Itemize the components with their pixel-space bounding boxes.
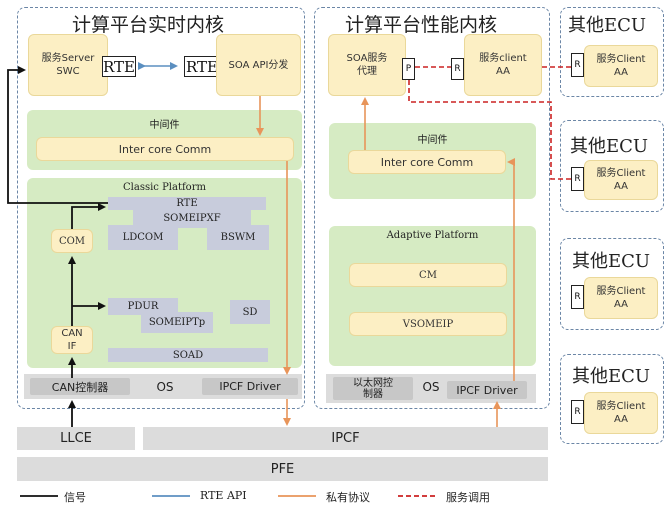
- realtime-ipcf-driver-box: IPCF Driver: [202, 378, 298, 395]
- adaptive-platform-label: Adaptive Platform: [386, 229, 479, 241]
- performance-core-title: 计算平台性能内核: [345, 14, 498, 36]
- ecu-client-box-2: 服务Client AA: [584, 160, 658, 200]
- ldcom-bar: LDCOM: [108, 225, 178, 250]
- ecu-panel-1: [560, 7, 664, 97]
- someiptp-bar: SOMEIPTp: [141, 312, 213, 333]
- legend-private-label: 私有协议: [326, 491, 370, 504]
- client-aa-label: 服务client AA: [479, 53, 527, 77]
- realtime-core-title: 计算平台实时内核: [72, 14, 225, 36]
- soad-bar: SOAD: [108, 348, 268, 362]
- ecu-title-3: 其他ECU: [572, 251, 651, 272]
- ipcf-bar: IPCF: [143, 427, 548, 450]
- ecu-title-1: 其他ECU: [568, 15, 647, 36]
- canif-label: CAN IF: [61, 328, 83, 352]
- ecu-port-r-4: R: [571, 400, 584, 424]
- realtime-intercore-box: Inter core Comm: [36, 137, 294, 161]
- server-swc-box: 服务Server SWC: [28, 34, 108, 96]
- perf-port-p: P: [402, 58, 415, 80]
- soa-dispatch-label: SOA API分发: [228, 59, 289, 71]
- pdur-bar: PDUR: [108, 298, 178, 315]
- ecu-panel-3: [560, 238, 664, 330]
- eth-controller-box: 以太网控 制器: [333, 377, 413, 400]
- legend-service-label: 服务调用: [446, 491, 490, 504]
- perf-port-r: R: [451, 58, 464, 80]
- perf-intercore-box: Inter core Comm: [348, 150, 506, 174]
- ecu-panel-4: [560, 354, 664, 444]
- rte-left-port: RTE: [102, 56, 136, 77]
- rte-bar: RTE: [108, 197, 266, 210]
- ecu-port-r-2: R: [571, 167, 584, 191]
- ecu-title-4: 其他ECU: [572, 366, 651, 387]
- someipxf-bar: SOMEIPXF: [133, 209, 251, 228]
- can-controller-box: CAN控制器: [30, 378, 130, 395]
- cm-box: CM: [349, 263, 507, 287]
- realtime-os-label: OS: [156, 379, 174, 394]
- canif-box: CAN IF: [51, 326, 93, 354]
- classic-platform-label: Classic Platform: [123, 181, 206, 193]
- perf-os-label: OS: [422, 379, 440, 394]
- realtime-middleware-label: 中间件: [149, 119, 180, 131]
- perf-ipcf-driver-box: IPCF Driver: [447, 381, 527, 399]
- realtime-core-panel: [17, 7, 305, 409]
- sd-bar: SD: [230, 300, 270, 324]
- bswm-bar: BSWM: [207, 225, 269, 250]
- vsomeip-box: VSOMEIP: [349, 312, 507, 336]
- server-swc-label: 服务Server SWC: [41, 53, 95, 77]
- adaptive-platform-panel: [329, 226, 536, 366]
- pfe-bar: PFE: [17, 457, 548, 481]
- ecu-client-box-1: 服务Client AA: [584, 45, 658, 87]
- ecu-port-r-1: R: [571, 53, 584, 77]
- ecu-title-2: 其他ECU: [570, 136, 649, 157]
- legend-rte-api-label: RTE API: [200, 489, 247, 502]
- ecu-client-label-1: 服务Client AA: [596, 54, 646, 78]
- soa-dispatch-box: SOA API分发: [216, 34, 301, 96]
- client-aa-box: 服务client AA: [464, 34, 542, 96]
- soa-proxy-box: SOA服务 代理: [328, 34, 406, 96]
- soa-proxy-label: SOA服务 代理: [346, 53, 388, 77]
- com-box: COM: [51, 229, 93, 253]
- ecu-port-r-3: R: [571, 285, 584, 309]
- eth-controller-label: 以太网控 制器: [353, 377, 393, 400]
- rte-right-port: RTE: [184, 56, 220, 77]
- performance-core-panel: [314, 7, 550, 409]
- ecu-client-box-3: 服务Client AA: [584, 277, 658, 319]
- ecu-client-label-3: 服务Client AA: [596, 286, 646, 310]
- legend-signal-label: 信号: [64, 491, 86, 504]
- ecu-client-label-4: 服务Client AA: [596, 401, 646, 425]
- ecu-client-box-4: 服务Client AA: [584, 392, 658, 434]
- ecu-client-label-2: 服务Client AA: [596, 168, 646, 192]
- llce-bar: LLCE: [17, 427, 135, 450]
- perf-middleware-label: 中间件: [417, 134, 448, 146]
